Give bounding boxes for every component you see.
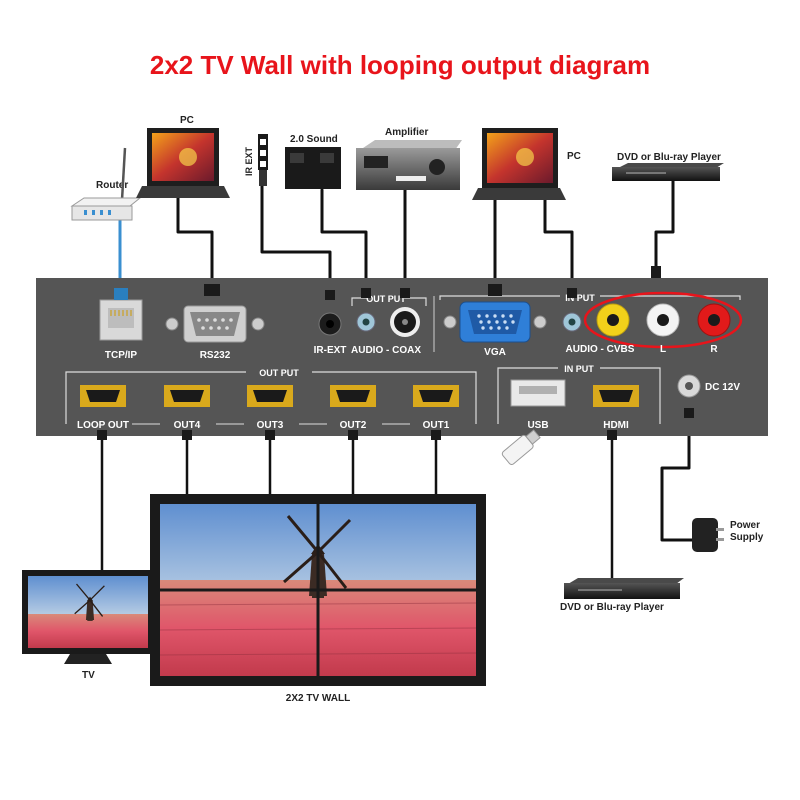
dc-label: DC 12V [705, 382, 740, 393]
sound-audio-cable [320, 188, 368, 298]
pc-right: PC [472, 128, 581, 200]
hdmi-in-label: HDMI [603, 420, 629, 431]
sound-speakers: 2.0 Sound [285, 134, 341, 189]
audio-coax-label: AUDIO - COAX [351, 345, 421, 356]
pc-left-rs232-cable [176, 196, 214, 292]
router-label: Router [96, 180, 128, 191]
input-bottom-label: IN PUT [564, 364, 594, 374]
hdmi-port-out2 [330, 385, 376, 407]
ir-ext: IR EXT [244, 134, 268, 186]
cvbs-plug [651, 266, 661, 278]
out3-label: OUT3 [257, 420, 284, 431]
output-hdmi-label: OUT PUT [259, 368, 299, 378]
vga-label: VGA [484, 347, 506, 358]
pc-left-label: PC [180, 115, 194, 126]
out4-label: OUT4 [174, 420, 201, 431]
router-antenna [120, 147, 127, 201]
coax-plug [400, 288, 410, 298]
ir-ext-cable [260, 183, 332, 294]
router: Router [70, 147, 142, 221]
tv-label: TV [82, 670, 95, 681]
rs232-label: RS232 [200, 350, 231, 361]
router-plug [114, 288, 128, 300]
usb-label: USB [527, 420, 548, 431]
dvd-player-bottom: DVD or Blu-ray Player [560, 578, 684, 613]
audio-cvbs-label: AUDIO - CVBS [566, 344, 635, 355]
hdmi-port-out3 [247, 385, 293, 407]
dvd-top-cvbs-cable [654, 170, 675, 274]
out2-label: OUT2 [340, 420, 367, 431]
power-supply-label-line2: Supply [730, 532, 764, 543]
audio-out-plug [361, 288, 371, 298]
dvd-player-top: DVD or Blu-ray Player [612, 152, 724, 181]
dc-power-port: DC 12V [677, 374, 740, 398]
cvbs-highlight-ring [583, 291, 743, 349]
hdmi-output-plugs [97, 430, 441, 440]
input-top-group: IN PUT VGA AUDIO - CVBS L [439, 291, 743, 358]
hdmi-port-out4 [164, 385, 210, 407]
sound-label: 2.0 Sound [290, 134, 338, 145]
left-channel-label: L [660, 344, 666, 355]
power-supply-label-line1: Power [730, 520, 760, 531]
pc-right-audio-cable [543, 196, 574, 298]
output-audio-label: OUT PUT [366, 294, 406, 304]
hdmi-port-out1 [413, 385, 459, 407]
dvd-bottom-label: DVD or Blu-ray Player [560, 602, 664, 613]
tcpip-port: TCP/IP [99, 299, 143, 361]
amplifier: Amplifier [356, 127, 462, 190]
usb-stick-icon [501, 429, 541, 465]
audio-in-plug [567, 288, 577, 298]
ir-ext-label: IR-EXT [314, 345, 347, 356]
hdmi-output-group: OUT PUT [65, 368, 477, 431]
dc-plug [684, 408, 694, 418]
dvd-top-label: DVD or Blu-ray Player [617, 152, 721, 163]
pc-left: PC [136, 115, 230, 198]
power-supply-adapter: Power Supply [692, 518, 764, 552]
audio-output-group: OUT PUT AUDIO - COAX [351, 294, 427, 356]
tv: TV [22, 570, 154, 681]
tv-wall: 2X2 TV WALL [150, 494, 486, 704]
amplifier-label: Amplifier [385, 127, 428, 138]
hdmi-output-cables [100, 436, 438, 587]
rs232-plug [204, 284, 220, 296]
hdmi-port-loop-out [80, 385, 126, 407]
switch-rear-panel: TCP/IP RS232 IR-EXT OUT PUT [36, 266, 768, 440]
tv-wall-label: 2X2 TV WALL [286, 693, 350, 704]
hdmi-input-plug [607, 430, 617, 440]
loop-out-label: LOOP OUT [77, 420, 129, 431]
rs232-port: RS232 [165, 305, 265, 361]
input-bottom-group: IN PUT USB HDMI [497, 364, 661, 431]
ir-ext-device-label: IR EXT [244, 146, 254, 176]
ir-ext-port: IR-EXT [314, 312, 347, 356]
cables [100, 170, 702, 587]
power-cable [660, 410, 702, 542]
ir-ext-plug [325, 290, 335, 300]
input-top-label: IN PUT [565, 293, 595, 303]
panel-body [36, 278, 768, 436]
diagram-title: 2x2 TV Wall with looping output diagram [149, 50, 651, 80]
out1-label: OUT1 [423, 420, 450, 431]
right-channel-label: R [710, 344, 718, 355]
vga-plug [488, 284, 502, 296]
tcpip-label: TCP/IP [105, 350, 138, 361]
pc-right-label: PC [567, 151, 581, 162]
